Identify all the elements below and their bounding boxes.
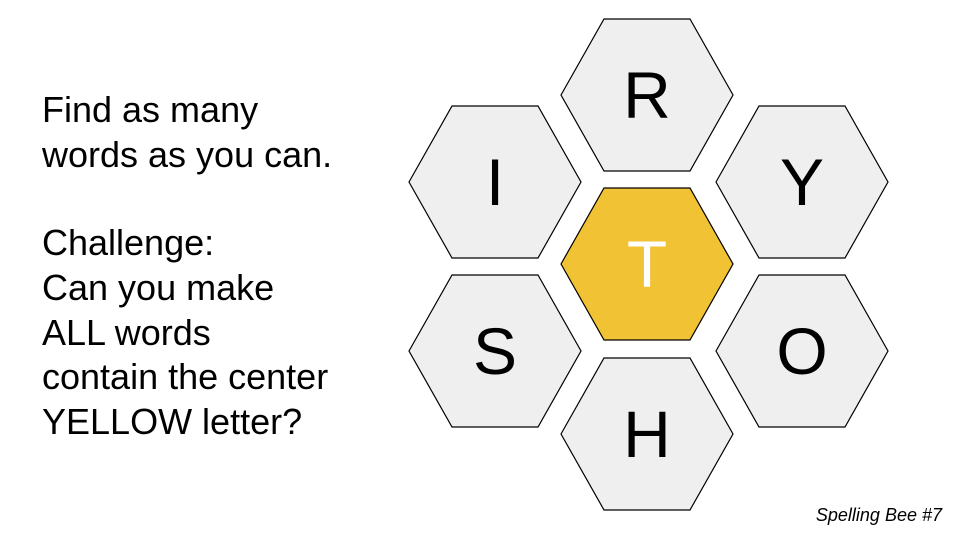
- instructions-text: Find as many words as you can. Challenge…: [42, 88, 382, 444]
- hex-tile-center[interactable]: T: [560, 187, 734, 341]
- hex-tile-bottom[interactable]: H: [560, 357, 734, 511]
- instruction-line: YELLOW letter?: [42, 400, 303, 442]
- hex-tile-top[interactable]: R: [560, 18, 734, 172]
- hex-letter-top: R: [623, 58, 671, 132]
- hex-tile-upper-right[interactable]: Y: [715, 105, 889, 259]
- puzzle-number-label: Spelling Bee #7: [815, 505, 942, 525]
- hex-letter-upper-left: I: [486, 145, 504, 219]
- instruction-line: Challenge:: [42, 222, 215, 264]
- instruction-line: Can you make: [42, 266, 275, 308]
- instruction-line: Find as many: [42, 89, 259, 130]
- hex-letter-bottom: H: [623, 397, 671, 471]
- hex-letter-center: T: [627, 227, 667, 301]
- hex-letter-lower-right: O: [776, 314, 827, 388]
- instruction-line: contain the center: [42, 356, 329, 398]
- instructions-paragraph-1: Find as many words as you can.: [42, 88, 382, 177]
- hex-letter-upper-right: Y: [780, 145, 824, 219]
- hex-tile-upper-left[interactable]: I: [408, 105, 582, 259]
- instruction-line: ALL words: [42, 311, 211, 353]
- hex-tile-lower-right[interactable]: O: [715, 274, 889, 428]
- hex-letter-lower-left: S: [473, 314, 517, 388]
- instructions-paragraph-2: Challenge: Can you make ALL words contai…: [42, 221, 382, 444]
- hex-tile-lower-left[interactable]: S: [408, 274, 582, 428]
- instruction-line: words as you can.: [42, 133, 333, 175]
